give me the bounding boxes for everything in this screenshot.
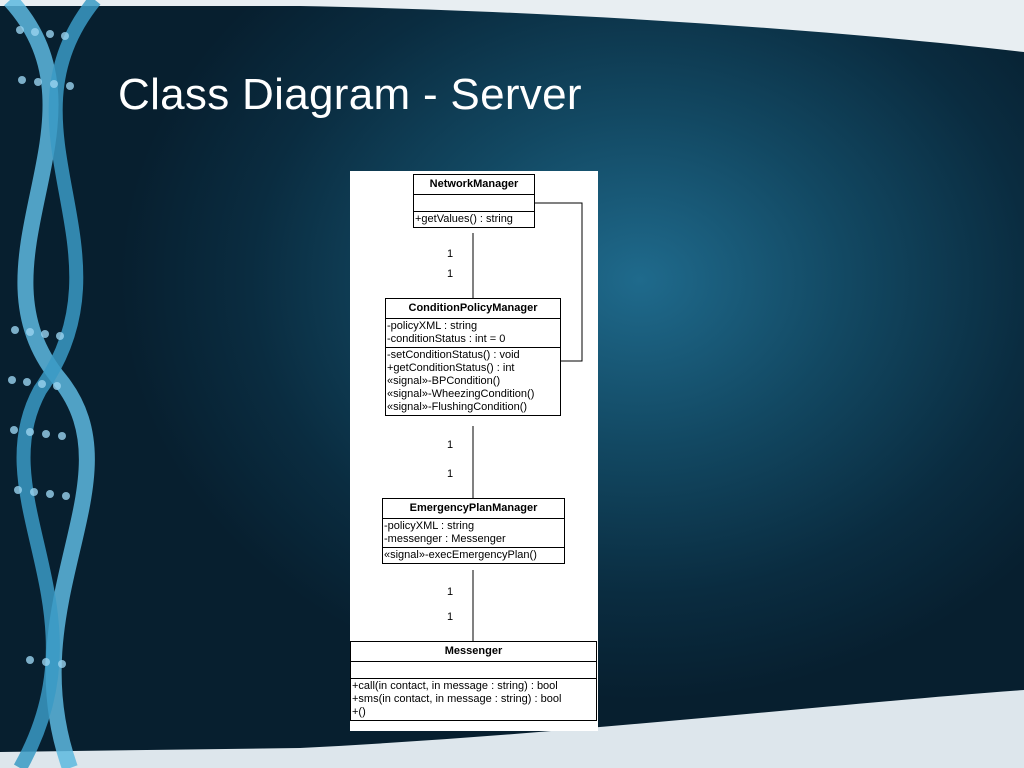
class-operation: +() <box>352 706 366 718</box>
class-operation: «signal»-WheezingCondition() <box>387 388 535 400</box>
class-operation: «signal»-execEmergencyPlan() <box>384 549 537 561</box>
multiplicity-label: 1 <box>447 586 454 598</box>
class-attribute: -messenger : Messenger <box>384 533 506 545</box>
multiplicity-label: 1 <box>447 268 454 280</box>
class-conditionpolicymanager: ConditionPolicyManager -policyXML : stri… <box>385 298 561 416</box>
class-attribute: -policyXML : string <box>384 520 475 532</box>
class-name: Messenger <box>351 642 596 662</box>
class-operation: «signal»-FlushingCondition() <box>387 401 528 413</box>
class-attributes-empty <box>351 662 596 679</box>
class-operations: -setConditionStatus() : void +getConditi… <box>386 348 560 415</box>
dna-helix-graphic <box>4 0 101 768</box>
class-diagram: NetworkManager +getValues() : string Con… <box>350 171 598 731</box>
helix-strand-b <box>13 0 101 768</box>
class-attribute: -policyXML : string <box>387 320 478 332</box>
class-operation: «signal»-BPCondition() <box>387 375 501 387</box>
class-name: NetworkManager <box>414 175 534 195</box>
class-operation: +sms(in contact, in message : string) : … <box>352 693 562 705</box>
multiplicity-label: 1 <box>447 248 454 260</box>
bottom-light-band <box>0 690 1024 768</box>
class-networkmanager: NetworkManager +getValues() : string <box>413 174 535 228</box>
association-line-network-condition-return <box>535 202 583 362</box>
class-operation: +getValues() : string <box>415 213 513 225</box>
class-name: ConditionPolicyManager <box>386 299 560 319</box>
class-operations: +getValues() : string <box>414 212 534 227</box>
slide-title: Class Diagram - Server <box>118 70 582 119</box>
class-operation: +getConditionStatus() : int <box>387 362 515 374</box>
class-name: EmergencyPlanManager <box>383 499 564 519</box>
class-messenger: Messenger +call(in contact, in message :… <box>350 641 597 721</box>
top-light-band <box>0 0 1024 52</box>
multiplicity-label: 1 <box>447 611 454 623</box>
association-lines <box>472 202 583 641</box>
multiplicity-label: 1 <box>447 439 454 451</box>
class-attributes: -policyXML : string -conditionStatus : i… <box>386 319 560 348</box>
class-attributes: -policyXML : string -messenger : Messeng… <box>383 519 564 548</box>
class-attributes-empty <box>414 195 534 212</box>
class-attribute: -conditionStatus : int = 0 <box>387 333 506 345</box>
helix-beads <box>8 26 74 668</box>
class-operations: «signal»-execEmergencyPlan() <box>383 548 564 563</box>
class-operations: +call(in contact, in message : string) :… <box>351 679 596 720</box>
multiplicity-label: 1 <box>447 468 454 480</box>
class-operation: -setConditionStatus() : void <box>387 349 520 361</box>
class-operation: +call(in contact, in message : string) :… <box>352 680 558 692</box>
class-emergencyplanmanager: EmergencyPlanManager -policyXML : string… <box>382 498 565 564</box>
